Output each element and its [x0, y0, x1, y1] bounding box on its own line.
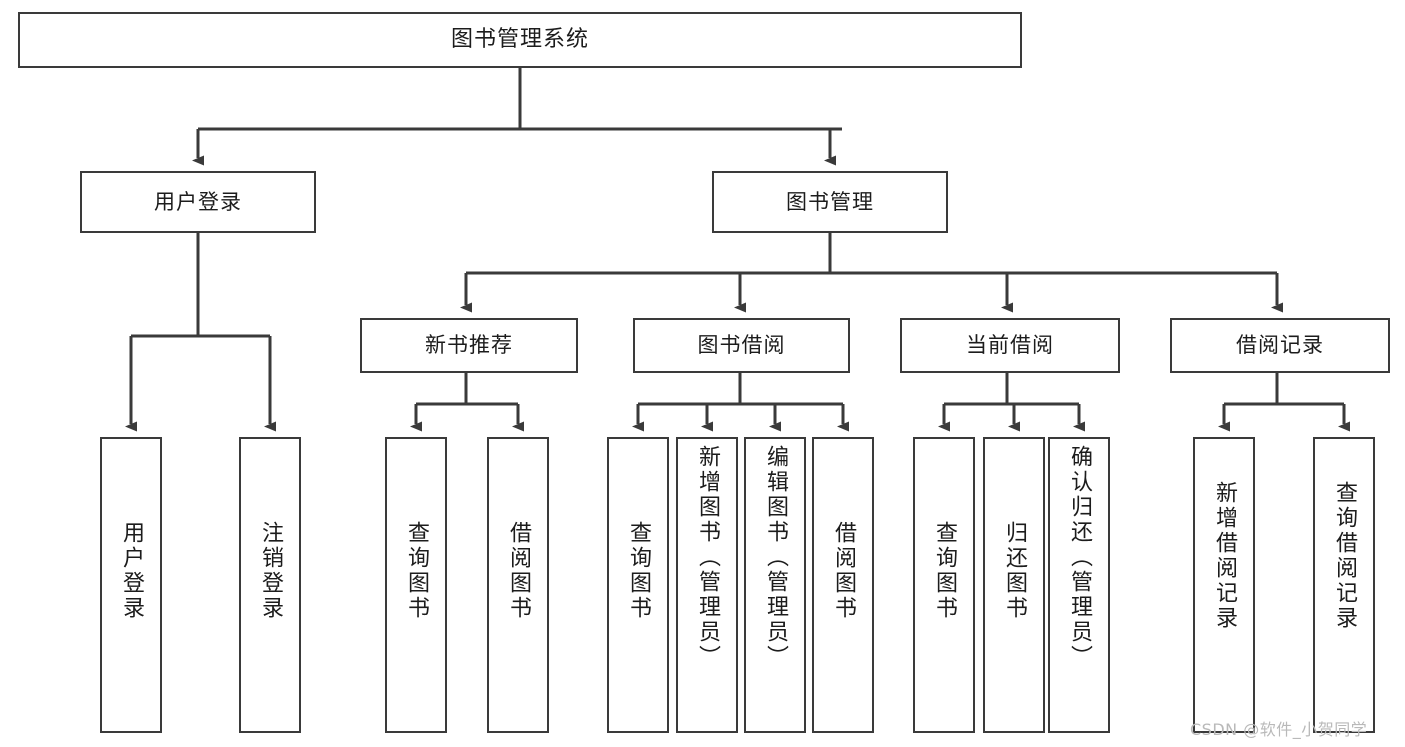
node-root-system[interactable]: 图书管理系统 [18, 12, 1022, 68]
leaf-logout[interactable]: 注销登录 [239, 437, 301, 733]
node-label: 图书管理系统 [450, 27, 589, 53]
leaf-user-login[interactable]: 用户登录 [100, 437, 162, 733]
node-label: 查询借阅记录 [1332, 481, 1357, 631]
node-label: 用户登录 [119, 521, 144, 621]
leaf-add-book-admin[interactable]: 新增图书（管理员） [676, 437, 738, 733]
node-new-book-recommendation[interactable]: 新书推荐 [360, 318, 578, 373]
node-book-management[interactable]: 图书管理 [712, 171, 948, 233]
node-user-login[interactable]: 用户登录 [80, 171, 316, 233]
leaf-recommend-borrow-book[interactable]: 借阅图书 [487, 437, 549, 733]
leaf-recommend-query-book[interactable]: 查询图书 [385, 437, 447, 733]
csdn-watermark: CSDN @软件_小贺同学 [1190, 720, 1368, 739]
node-label: 注销登录 [258, 521, 283, 621]
leaf-current-query-book[interactable]: 查询图书 [913, 437, 975, 733]
node-label: 确认归还（管理员） [1067, 445, 1092, 670]
node-label: 用户登录 [154, 189, 242, 214]
node-label: 新增图书（管理员） [695, 445, 720, 670]
node-label: 查询图书 [626, 521, 651, 621]
node-label: 图书管理 [786, 189, 874, 214]
node-book-borrowing[interactable]: 图书借阅 [633, 318, 850, 373]
node-label: 编辑图书（管理员） [763, 445, 788, 670]
node-label: 归还图书 [1002, 521, 1027, 621]
leaf-return-book[interactable]: 归还图书 [983, 437, 1045, 733]
leaf-edit-book-admin[interactable]: 编辑图书（管理员） [744, 437, 806, 733]
node-label: 当前借阅 [966, 333, 1054, 358]
node-label: 新书推荐 [425, 333, 513, 358]
node-label: 图书借阅 [697, 333, 786, 358]
node-label: 借阅图书 [831, 521, 856, 621]
node-current-borrowing[interactable]: 当前借阅 [900, 318, 1120, 373]
leaf-borrow-query-book[interactable]: 查询图书 [607, 437, 669, 733]
node-label: 查询图书 [932, 521, 957, 621]
node-label: 新增借阅记录 [1212, 481, 1237, 631]
node-label: 查询图书 [404, 521, 429, 621]
leaf-confirm-return-admin[interactable]: 确认归还（管理员） [1048, 437, 1110, 733]
node-label: 借阅记录 [1236, 333, 1324, 358]
leaf-query-borrow-record[interactable]: 查询借阅记录 [1313, 437, 1375, 733]
leaf-borrow-book[interactable]: 借阅图书 [812, 437, 874, 733]
node-borrow-records[interactable]: 借阅记录 [1170, 318, 1390, 373]
node-label: 借阅图书 [506, 521, 531, 621]
leaf-add-borrow-record[interactable]: 新增借阅记录 [1193, 437, 1255, 733]
